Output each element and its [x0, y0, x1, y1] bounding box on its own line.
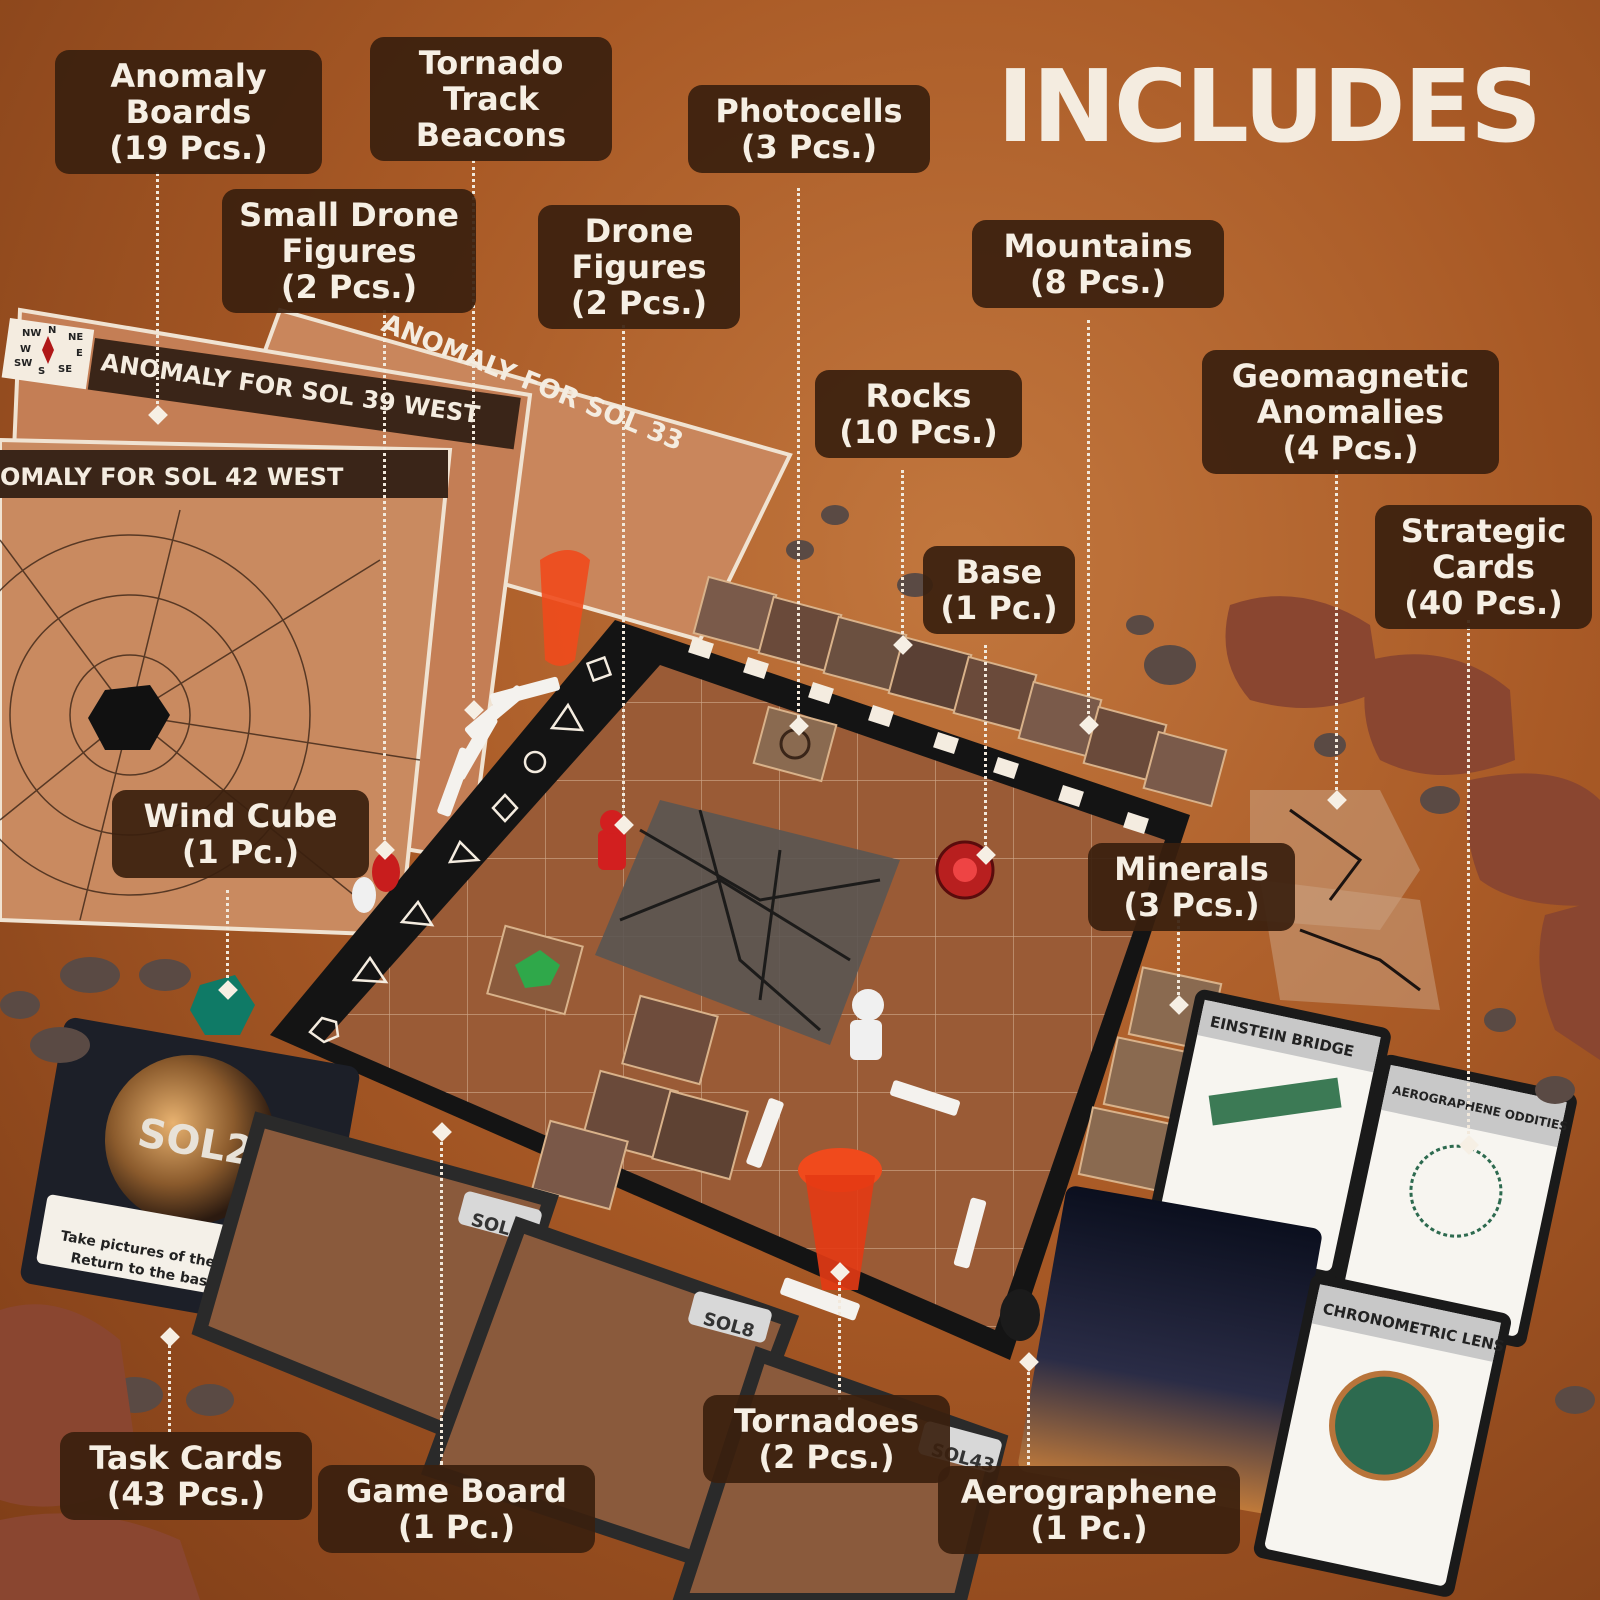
leader-minerals	[1177, 915, 1180, 1000]
label-small-drone-figures: Small Drone Figures (2 Pcs.)	[222, 189, 476, 313]
leader-geomagnetic	[1335, 470, 1338, 795]
anomaly-board-1-title: OMALY FOR SOL 42 WEST	[0, 463, 344, 491]
label-drone-figures: Drone Figures (2 Pcs.)	[538, 205, 740, 329]
label-game-board: Game Board (1 Pc.)	[318, 1465, 595, 1553]
leader-tornadoes	[838, 1275, 841, 1400]
leader-wind-cube	[226, 890, 229, 985]
leader-strategic-cards	[1467, 620, 1470, 1140]
small-drone-figures	[352, 852, 400, 913]
page-title: INCLUDES	[997, 48, 1542, 165]
compass-n: N	[48, 325, 56, 336]
strategic-card-einstein-bridge: EINSTEIN BRIDGE	[1144, 989, 1391, 1282]
leader-game-board	[440, 1135, 443, 1465]
label-minerals: Minerals (3 Pcs.)	[1088, 843, 1295, 931]
leader-base	[984, 645, 987, 845]
label-tornado-track-beacons: Tornado Track Beacons	[370, 37, 612, 161]
compass-se: SE	[58, 364, 72, 375]
label-task-cards: Task Cards (43 Pcs.)	[60, 1432, 312, 1520]
label-rocks: Rocks (10 Pcs.)	[815, 370, 1022, 458]
photocell-tile	[752, 705, 838, 783]
leader-task-cards	[168, 1340, 171, 1432]
leader-drone-figures	[622, 325, 625, 820]
compass-s: S	[38, 366, 45, 377]
compass-w: W	[20, 344, 31, 355]
label-geomagnetic-anomalies: Geomagnetic Anomalies (4 Pcs.)	[1202, 350, 1499, 474]
compass-icon: NW N NE W E SW S SE	[1, 318, 95, 390]
tornado-figure-1	[540, 550, 590, 666]
tornado-figure-2	[798, 1148, 882, 1290]
strategic-card-chronometric-lens: CHRONOMETRIC LENS	[1253, 1274, 1511, 1597]
compass-ne: NE	[68, 332, 83, 343]
leader-mountains	[1087, 320, 1090, 720]
label-aerographene: Aerographene (1 Pc.)	[938, 1466, 1240, 1554]
leader-small-drone	[383, 310, 386, 845]
label-anomaly-boards: Anomaly Boards (19 Pcs.)	[55, 50, 322, 174]
leader-tornado-beacons	[472, 160, 475, 705]
aerographene-piece	[1000, 1289, 1040, 1341]
label-tornadoes: Tornadoes (2 Pcs.)	[703, 1395, 950, 1483]
label-base: Base (1 Pc.)	[923, 546, 1075, 634]
leader-aerographene	[1027, 1365, 1030, 1465]
mountain-tiles	[692, 575, 1228, 808]
compass-sw: SW	[14, 358, 32, 369]
game-board	[270, 620, 1190, 1360]
leader-rocks	[901, 470, 904, 640]
label-strategic-cards: Strategic Cards (40 Pcs.)	[1375, 505, 1592, 629]
strategic-card-space	[1018, 1186, 1322, 1514]
label-mountains: Mountains (8 Pcs.)	[972, 220, 1224, 308]
mineral-tile	[486, 924, 584, 1016]
tornado-beacons	[437, 676, 987, 1321]
compass-e: E	[76, 348, 83, 359]
leader-anomaly-boards	[156, 172, 159, 412]
label-wind-cube: Wind Cube (1 Pc.)	[112, 790, 369, 878]
leader-photocells	[797, 188, 800, 723]
drone-figure-white	[850, 989, 884, 1060]
wind-cube	[190, 975, 255, 1035]
rock-tiles	[531, 994, 749, 1211]
compass-nw: NW	[22, 328, 41, 339]
label-photocells: Photocells (3 Pcs.)	[688, 85, 930, 173]
